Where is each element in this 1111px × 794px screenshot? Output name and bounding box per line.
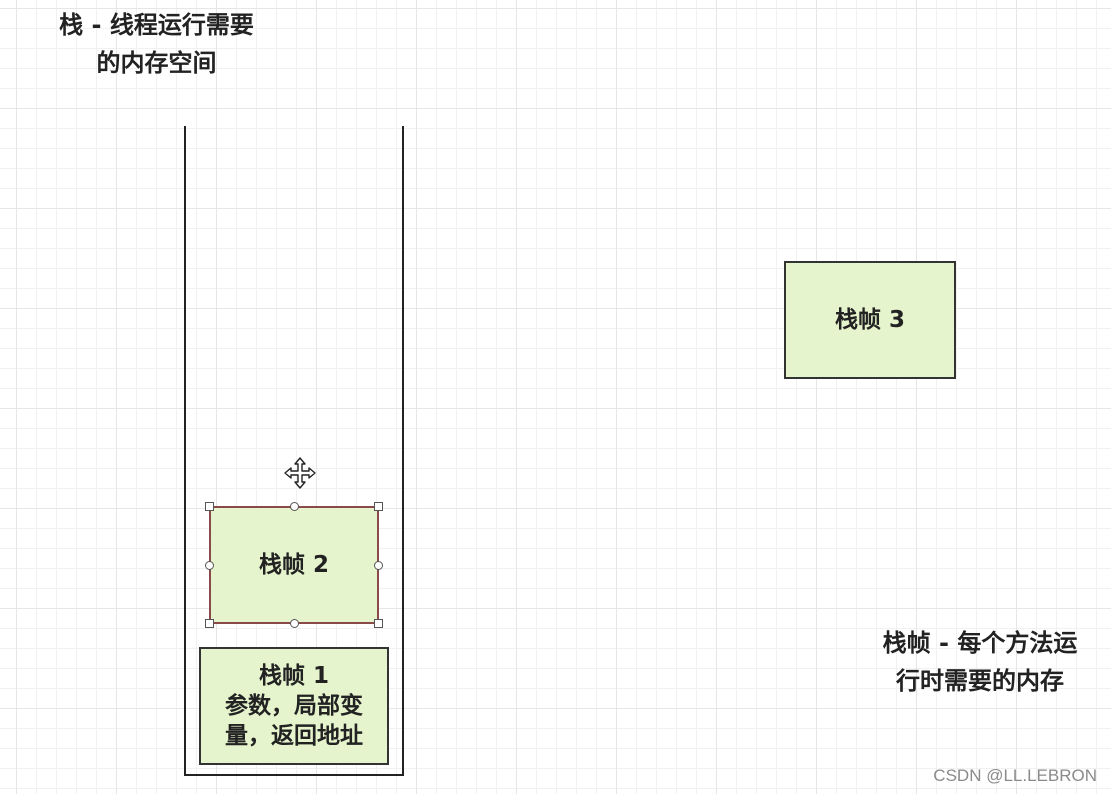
stack-frame-2-title: 栈帧 2 xyxy=(258,552,329,578)
move-cursor-icon-graphic xyxy=(284,457,316,489)
watermark: CSDN @LL.LEBRON xyxy=(933,766,1097,785)
frame-description-line-1: 栈帧 - 每个方法运 xyxy=(882,629,1078,657)
resize-handle-bottom-middle[interactable] xyxy=(290,619,299,628)
stack-container[interactable] xyxy=(184,126,404,776)
frame-description-label: 栈帧 - 每个方法运 行时需要的内存 xyxy=(862,624,1098,700)
stack-description-label: 栈 - 线程运行需要 的内存空间 xyxy=(44,6,269,82)
stack-frame-3-title: 栈帧 3 xyxy=(834,307,905,333)
resize-handle-bottom-right[interactable] xyxy=(374,619,383,628)
frame-description-line-2: 行时需要的内存 xyxy=(896,667,1064,695)
resize-handle-middle-left[interactable] xyxy=(205,561,214,570)
move-cursor-icon xyxy=(283,456,317,490)
resize-handle-bottom-left[interactable] xyxy=(205,619,214,628)
stack-description-line-2: 的内存空间 xyxy=(96,49,217,77)
resize-handle-top-middle[interactable] xyxy=(290,502,299,511)
resize-handle-middle-right[interactable] xyxy=(374,561,383,570)
stack-frame-1-title: 栈帧 1 xyxy=(258,663,329,689)
stack-frame-1-line-3: 量，返回地址 xyxy=(225,723,363,749)
stack-description-line-1: 栈 - 线程运行需要 xyxy=(59,11,254,39)
stack-frame-1[interactable]: 栈帧 1 参数，局部变 量，返回地址 xyxy=(199,647,389,765)
stack-frame-2[interactable]: 栈帧 2 xyxy=(209,506,379,624)
resize-handle-top-left[interactable] xyxy=(205,502,214,511)
stack-frame-1-line-2: 参数，局部变 xyxy=(225,693,363,719)
stack-frame-3[interactable]: 栈帧 3 xyxy=(784,261,956,379)
resize-handle-top-right[interactable] xyxy=(374,502,383,511)
